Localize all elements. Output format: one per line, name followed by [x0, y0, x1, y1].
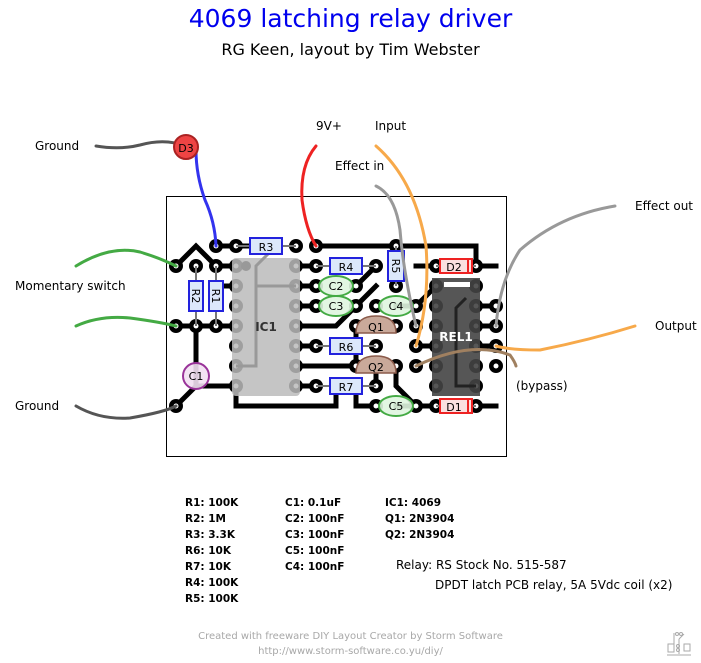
- resistor-r7: [329, 377, 363, 395]
- rel1-marker: [444, 282, 470, 287]
- wire-effect-in: [374, 184, 418, 328]
- wire-output: [494, 324, 637, 352]
- pad-hole: [373, 303, 379, 309]
- bom-resistors: R1: 100K R2: 1M R3: 3.3K R6: 10K R7: 10K…: [185, 495, 238, 607]
- bom-item: IC1: 4069: [385, 497, 441, 509]
- capacitors: C2 C3 C4 C5 C1: [182, 275, 414, 417]
- c1-label: C1: [189, 370, 204, 383]
- d3-label: D3: [178, 142, 193, 155]
- bom-item: Q2: 2N3904: [385, 529, 455, 541]
- resistor-r3: [249, 237, 283, 255]
- bom-item: Q1: 2N3904: [385, 513, 455, 525]
- bom-item: C5: 100nF: [285, 545, 345, 557]
- pad-hole: [353, 283, 359, 289]
- wire-input: [374, 144, 429, 348]
- diode-d2: [439, 258, 473, 274]
- bom-item: R4: 100K: [185, 577, 239, 589]
- wire-d3-blue: [194, 148, 218, 248]
- wire-effect-out: [494, 204, 617, 328]
- ic1-body: [232, 258, 300, 396]
- r4-label: R4: [339, 261, 354, 274]
- label-ground-bottom: Ground: [15, 399, 60, 413]
- wire-ground-bottom: [74, 404, 178, 420]
- wires: [74, 140, 637, 420]
- r6-label: R6: [339, 341, 354, 354]
- c5-label: C5: [389, 400, 404, 413]
- board-outline: [166, 196, 507, 457]
- label-momentary-switch: Momentary switch: [15, 279, 126, 293]
- page-title: 4069 latching relay driver: [188, 4, 513, 33]
- capacitor-c5: [378, 395, 414, 417]
- label-output: Output: [655, 319, 697, 333]
- r3-label: R3: [259, 241, 274, 254]
- r2-label: R2: [189, 289, 202, 304]
- pad-hole: [313, 303, 319, 309]
- bom-item: C4: 100nF: [285, 561, 345, 573]
- c2-label: C2: [329, 280, 344, 293]
- capacitor-c1: [182, 362, 210, 390]
- c4-label: C4: [389, 300, 404, 313]
- ic1-pin1-marker: [241, 261, 251, 271]
- bom-capacitors: C1: 0.1uF C2: 100nF C3: 100nF C5: 100nF …: [285, 495, 344, 575]
- pad-hole: [313, 283, 319, 289]
- ic1-label: IC1: [255, 320, 277, 334]
- label-9v: 9V+: [316, 119, 342, 133]
- transistor-q1: [355, 315, 397, 334]
- footer-credit: Created with freeware DIY Layout Creator…: [198, 631, 503, 642]
- wire-9v: [300, 144, 318, 248]
- page-subtitle: RG Keen, layout by Tim Webster: [221, 40, 480, 59]
- resistor-r1: [208, 280, 224, 312]
- d2-label: D2: [446, 261, 461, 274]
- r1-label: R1: [209, 289, 222, 304]
- bom-item: R5: 100K: [185, 593, 239, 605]
- pad-hole: [413, 303, 419, 309]
- q2-label: Q2: [368, 361, 384, 374]
- bom-item: C1: 0.1uF: [285, 497, 342, 509]
- led-d3: D3: [173, 134, 199, 160]
- rel1: REL1: [432, 278, 480, 396]
- capacitor-c3: [318, 295, 354, 317]
- label-effect-out: Effect out: [635, 199, 694, 213]
- pad-hole: [413, 403, 419, 409]
- label-effect-in: Effect in: [335, 159, 385, 173]
- c3-label: C3: [329, 300, 344, 313]
- bom-item: R2: 1M: [185, 513, 227, 525]
- pad-hole: [353, 303, 359, 309]
- bom-item: C3: 100nF: [285, 529, 345, 541]
- bom-item: R6: 10K: [185, 545, 231, 557]
- d1-label: D1: [446, 401, 461, 414]
- pad-hole: [373, 403, 379, 409]
- bom-item: C2: 100nF: [285, 513, 345, 525]
- transistor-q2: [355, 355, 397, 374]
- ic1: IC1: [232, 244, 300, 396]
- diy-logo-icon: [667, 632, 691, 656]
- relay-line-2: DPDT latch PCB relay, 5A 5Vdc coil (x2): [435, 578, 673, 592]
- rel1-label: REL1: [439, 330, 472, 344]
- pad-hole: [493, 363, 499, 369]
- bom-semis: IC1: 4069 Q1: 2N3904 Q2: 2N3904: [385, 495, 454, 543]
- resistor-r6: [329, 337, 363, 355]
- diodes: D2 D1: [436, 258, 476, 414]
- q1-label: Q1: [368, 321, 384, 334]
- relay-line-1: Relay: RS Stock No. 515-587: [396, 558, 567, 572]
- resistor-r2: [188, 280, 204, 312]
- r5-label: R5: [389, 259, 402, 274]
- resistor-r4: [329, 257, 363, 275]
- wire-ground-top: [94, 140, 187, 150]
- transistors: Q1 Q2: [355, 315, 397, 374]
- r7-label: R7: [339, 381, 354, 394]
- led-d3-body: [173, 134, 199, 160]
- wire-bypass: [414, 348, 518, 368]
- wire-momentary-1: [74, 248, 178, 268]
- resistors: R3 R4 R6 R7 R5 R2 R1: [188, 237, 405, 395]
- bom-item: R7: 10K: [185, 561, 231, 573]
- label-input: Input: [375, 119, 407, 133]
- bom-item: R3: 3.3K: [185, 529, 235, 541]
- wire-momentary-2: [74, 315, 178, 328]
- label-bypass: (bypass): [516, 379, 568, 393]
- footer-url[interactable]: http://www.storm-software.co.yu/diy/: [258, 646, 443, 657]
- label-ground-top: Ground: [35, 139, 80, 153]
- diode-d1: [439, 398, 473, 414]
- bom-item: R1: 100K: [185, 497, 239, 509]
